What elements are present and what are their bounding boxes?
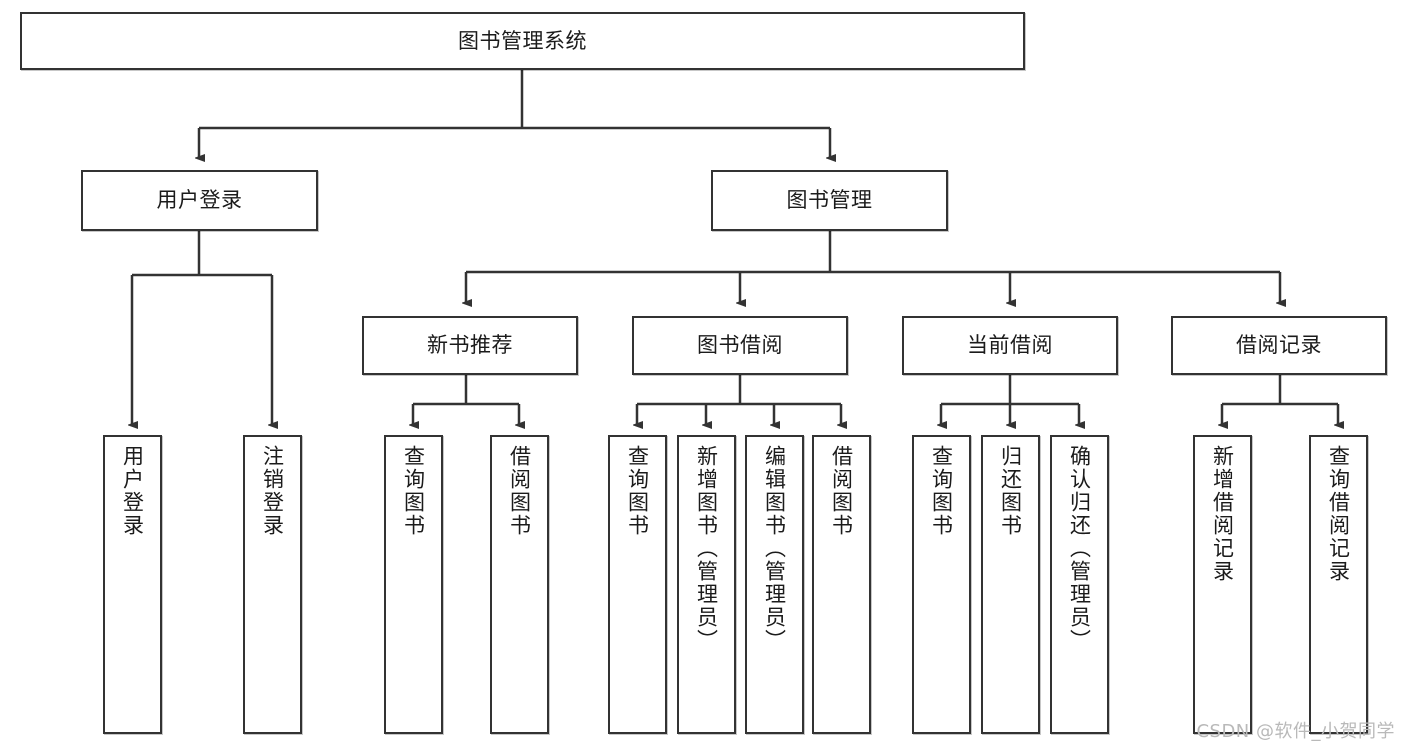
node-leaf-edit-book[interactable]: 编辑图书（管理员） [745,435,804,734]
node-leaf-query-book-1[interactable]: 查询图书 [384,435,443,734]
node-book-management[interactable]: 图书管理 [711,170,948,231]
node-leaf-borrow-book-1[interactable]: 借阅图书 [490,435,549,734]
node-leaf-confirm-return[interactable]: 确认归还（管理员） [1050,435,1109,734]
node-root-label: 图书管理系统 [458,28,587,53]
node-new-book-recommend[interactable]: 新书推荐 [362,316,578,375]
node-book-management-label: 图书管理 [786,188,873,213]
node-leaf-borrow-book-2-label: 借阅图书 [829,445,854,537]
node-leaf-add-book-label: 新增图书（管理员） [694,445,719,652]
node-leaf-edit-book-label: 编辑图书（管理员） [762,445,787,652]
node-leaf-query-record[interactable]: 查询借阅记录 [1309,435,1368,734]
node-leaf-return-book[interactable]: 归还图书 [981,435,1040,734]
node-leaf-query-book-2-label: 查询图书 [625,445,650,537]
node-leaf-confirm-return-label: 确认归还（管理员） [1067,445,1092,652]
node-leaf-query-record-label: 查询借阅记录 [1326,445,1351,583]
node-leaf-query-book-2[interactable]: 查询图书 [608,435,667,734]
node-leaf-add-book[interactable]: 新增图书（管理员） [677,435,736,734]
node-borrow-record[interactable]: 借阅记录 [1171,316,1387,375]
node-leaf-query-book-1-label: 查询图书 [401,445,426,537]
node-leaf-borrow-book-1-label: 借阅图书 [507,445,532,537]
node-leaf-logout-label: 注销登录 [260,445,285,537]
node-leaf-query-book-3[interactable]: 查询图书 [912,435,971,734]
node-leaf-user-login-label: 用户登录 [120,445,145,537]
node-leaf-add-record-label: 新增借阅记录 [1210,445,1235,583]
node-leaf-borrow-book-2[interactable]: 借阅图书 [812,435,871,734]
node-root[interactable]: 图书管理系统 [20,12,1025,70]
node-book-borrow-label: 图书借阅 [697,333,783,358]
node-leaf-logout[interactable]: 注销登录 [243,435,302,734]
node-book-borrow[interactable]: 图书借阅 [632,316,848,375]
node-leaf-add-record[interactable]: 新增借阅记录 [1193,435,1252,734]
node-leaf-return-book-label: 归还图书 [998,445,1023,537]
node-current-borrow-label: 当前借阅 [967,333,1053,358]
node-user-login[interactable]: 用户登录 [81,170,318,231]
node-user-login-label: 用户登录 [156,188,243,213]
node-leaf-user-login[interactable]: 用户登录 [103,435,162,734]
node-current-borrow[interactable]: 当前借阅 [902,316,1118,375]
node-leaf-query-book-3-label: 查询图书 [929,445,954,537]
node-borrow-record-label: 借阅记录 [1236,333,1322,358]
node-new-book-recommend-label: 新书推荐 [427,333,513,358]
